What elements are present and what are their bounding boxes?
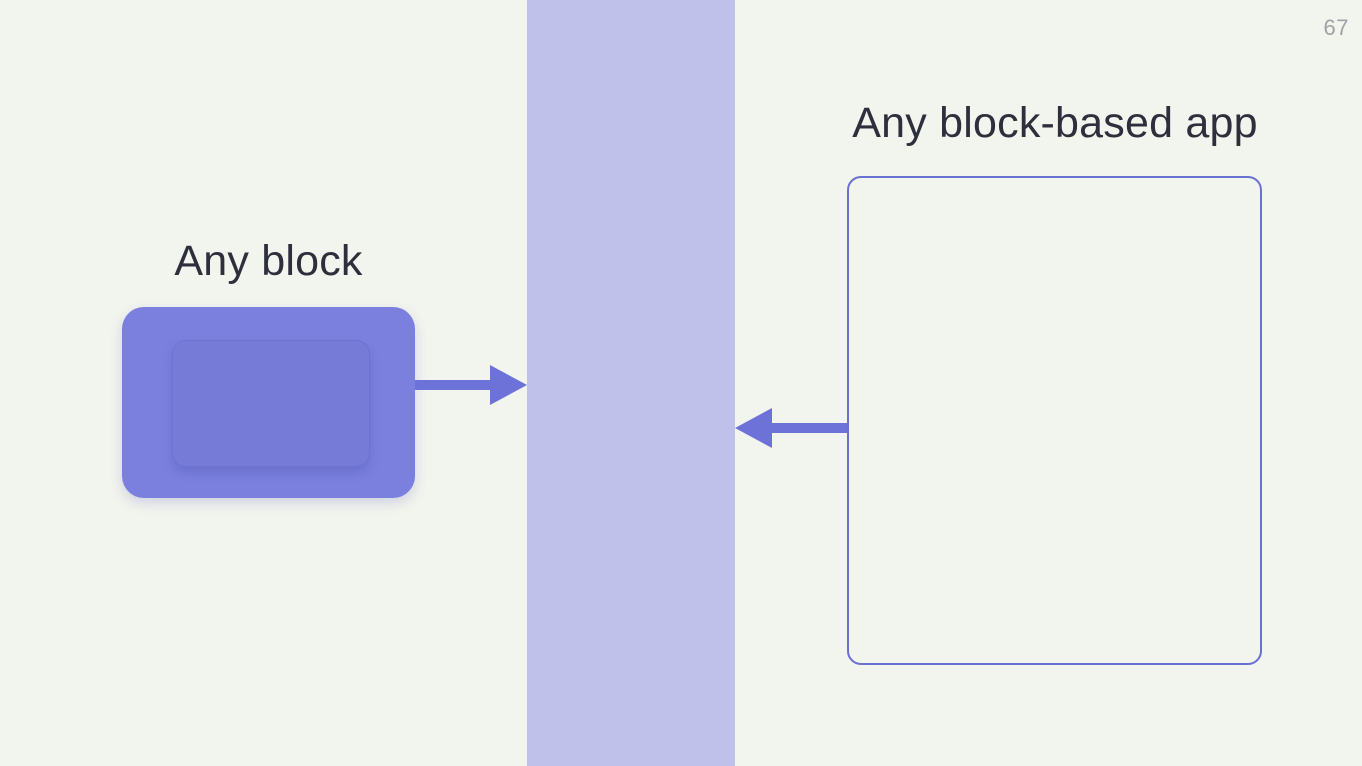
arrow-left-icon	[735, 408, 847, 448]
any-block-inner-panel	[172, 340, 370, 467]
arrow-right-icon	[415, 365, 527, 405]
any-block-label: Any block	[174, 237, 363, 285]
any-block-shape	[122, 307, 415, 498]
any-block-based-app-label: Any block-based app	[852, 99, 1258, 147]
app-outline-shape	[847, 176, 1262, 665]
center-band	[527, 0, 735, 766]
page-number: 67	[1323, 15, 1349, 40]
